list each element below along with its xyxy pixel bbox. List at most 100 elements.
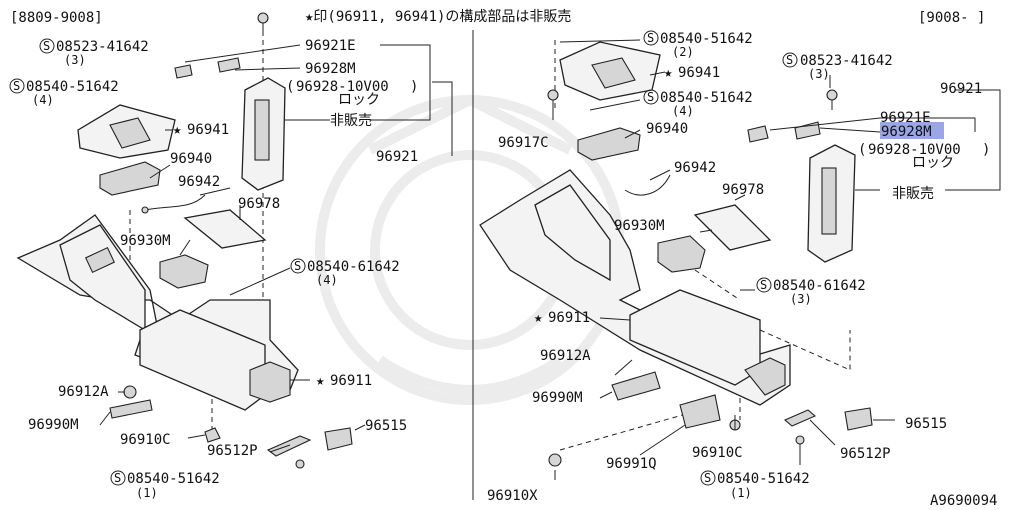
svg-text:96911: 96911: [548, 310, 590, 326]
svg-text:(3): (3): [808, 67, 830, 81]
right-part-96991Q: [679, 394, 721, 429]
svg-text:): ): [982, 142, 990, 158]
right-label-08523-41642: S 08523-41642 (3): [782, 52, 893, 81]
svg-text:96941: 96941: [187, 122, 229, 138]
right-label-96911: ★ 96911: [534, 310, 590, 326]
left-indicator-96940: [99, 161, 161, 196]
svg-text:(: (: [858, 142, 866, 158]
svg-text:08523-41642: 08523-41642: [56, 39, 149, 55]
svg-text:08540-61642: 08540-61642: [307, 259, 400, 275]
svg-text:ロック: ロック: [338, 92, 380, 108]
svg-text:★: ★: [534, 310, 543, 326]
right-tray-96930M: [657, 235, 706, 273]
right-harness-96942: [624, 174, 671, 196]
right-label-08540-51642-bot: S 08540-51642 (1): [700, 470, 810, 500]
header-note: ★印(96911, 96941)の構成部品は非販売: [305, 9, 571, 25]
svg-text:08540-51642: 08540-51642: [660, 90, 753, 106]
left-label-96515: 96515: [365, 418, 407, 434]
left-label-96911: ★ 96911: [316, 373, 372, 389]
left-label-08540-61642: S 08540-61642 (4): [290, 258, 400, 287]
svg-text:S: S: [760, 278, 767, 292]
svg-text:(4): (4): [32, 93, 54, 107]
svg-text:S: S: [647, 90, 654, 104]
svg-text:S: S: [294, 259, 301, 273]
left-harness-96942: [144, 194, 206, 211]
svg-text:): ): [410, 79, 418, 95]
svg-text:08540-51642: 08540-51642: [660, 31, 753, 47]
svg-text:96928M: 96928M: [881, 124, 932, 140]
right-label-not-sold: 非販売: [892, 186, 934, 202]
right-label-96910C: 96910C: [692, 445, 743, 461]
svg-text:S: S: [786, 53, 793, 67]
svg-text:★: ★: [173, 122, 182, 138]
highlight-96928M: [880, 122, 944, 139]
left-label-96921E: 96921E: [305, 38, 356, 54]
right-label-96921: 96921: [940, 81, 982, 97]
svg-text:96941: 96941: [678, 65, 720, 81]
left-panel: S 08523-41642 (3) S 08540-51642 (4) ★ 96…: [9, 12, 453, 500]
right-label-08540-51642-top: S 08540-51642 (2): [643, 30, 753, 59]
svg-text:08540-51642: 08540-51642: [127, 471, 220, 487]
right-label-96912A: 96912A: [540, 348, 591, 364]
svg-text:(2): (2): [672, 45, 694, 59]
svg-text:(1): (1): [136, 486, 158, 500]
svg-text:(: (: [286, 79, 294, 95]
svg-text:(3): (3): [64, 53, 86, 67]
svg-text:(4): (4): [316, 273, 338, 287]
svg-text:08540-51642: 08540-51642: [26, 79, 119, 95]
left-part-96515: [324, 427, 353, 451]
svg-text:★: ★: [664, 65, 673, 81]
left-label-96930M: 96930M: [120, 233, 171, 249]
right-label-96917C: 96917C: [498, 135, 549, 151]
svg-text:96911: 96911: [330, 373, 372, 389]
right-label-96978: 96978: [722, 182, 764, 198]
left-pad-96978: [183, 209, 267, 249]
left-label-96928M: 96928M: [305, 61, 356, 77]
right-pad-96978: [693, 204, 772, 251]
right-label-96942: 96942: [674, 160, 716, 176]
right-panel: S 08540-51642 (2) ★ 96941 S 08540-51642 …: [479, 30, 1001, 509]
left-label-96978: 96978: [238, 196, 280, 212]
right-label-96928M: 96928M: [880, 122, 944, 140]
left-label-08540-51642-top: S 08540-51642 (4): [9, 78, 119, 107]
right-label-96910X: 96910X: [487, 488, 538, 504]
left-range-label: [8809-9008]: [10, 10, 103, 26]
svg-text:(3): (3): [790, 292, 812, 306]
left-label-96940: 96940: [170, 151, 212, 167]
svg-text:S: S: [647, 31, 654, 45]
left-tray-96930M: [159, 254, 209, 289]
right-label-96940: 96940: [646, 121, 688, 137]
svg-text:(4): (4): [672, 104, 694, 118]
right-range-label: [9008- ]: [918, 10, 985, 26]
svg-text:ロック: ロック: [912, 155, 954, 171]
svg-text:S: S: [114, 471, 121, 485]
left-label-96910C: 96910C: [120, 432, 171, 448]
left-label-96941: ★ 96941: [173, 122, 229, 138]
right-label-96930M: 96930M: [614, 218, 665, 234]
svg-text:96928-10V00: 96928-10V00: [296, 79, 389, 95]
svg-text:(1): (1): [730, 486, 752, 500]
left-label-96921: 96921: [376, 149, 418, 165]
left-label-96942: 96942: [178, 174, 220, 190]
svg-text:08523-41642: 08523-41642: [800, 53, 893, 69]
right-part-96515: [844, 407, 873, 431]
right-label-96941: ★ 96941: [664, 65, 720, 81]
svg-text:★: ★: [316, 373, 325, 389]
diagram-code: A9690094: [930, 493, 997, 509]
svg-text:S: S: [13, 79, 20, 93]
right-label-96991Q: 96991Q: [606, 456, 657, 472]
left-top-screw: [257, 12, 269, 32]
svg-text:S: S: [43, 39, 50, 53]
right-label-96512P: 96512P: [840, 446, 891, 462]
left-label-08523-41642: S 08523-41642 (3): [39, 38, 149, 67]
right-indicator-96940: [577, 127, 641, 161]
right-label-08540-61642: S 08540-61642 (3): [756, 277, 866, 306]
left-label-96912A: 96912A: [58, 384, 109, 400]
right-label-08540-51642-mid: S 08540-51642 (4): [643, 89, 753, 118]
right-console-panel: [534, 184, 611, 282]
left-label-96928-10V00: ( 96928-10V00 ) ロック: [286, 79, 418, 108]
left-label-96512P: 96512P: [207, 443, 258, 459]
right-label-96515: 96515: [905, 416, 947, 432]
left-label-96990M: 96990M: [28, 417, 79, 433]
